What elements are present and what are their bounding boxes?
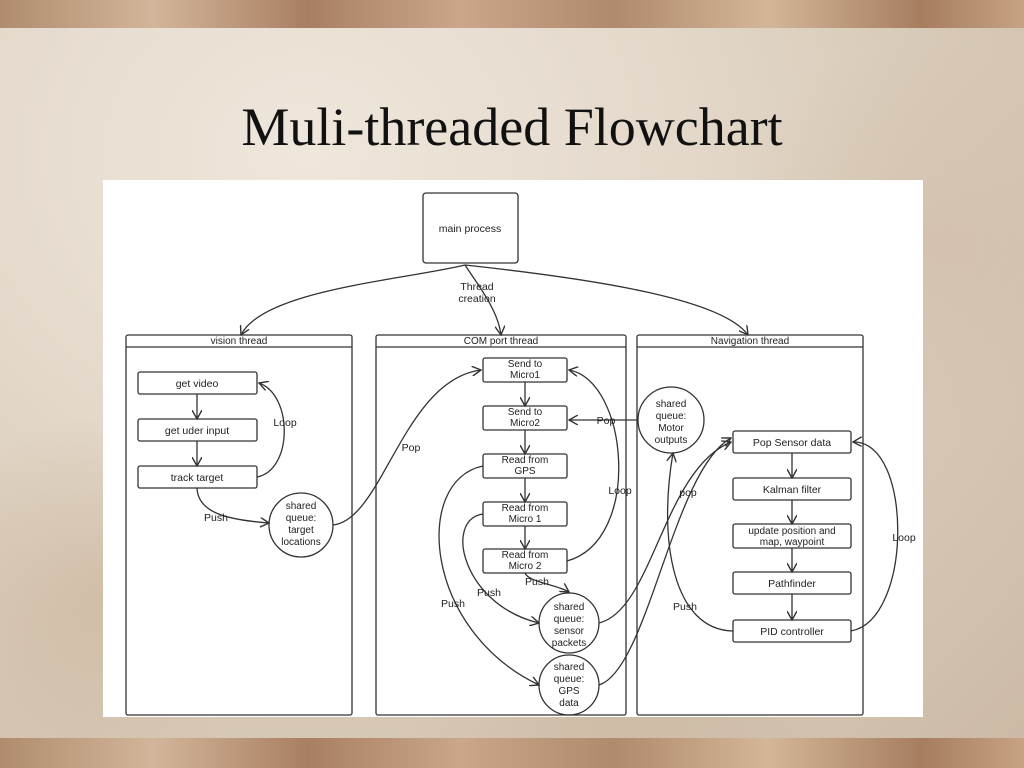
thread-creation-label-2: creation: [458, 293, 496, 305]
kalman-filter-label: Kalman filter: [763, 484, 822, 496]
vision-loop-label: Loop: [273, 417, 297, 429]
read-micro2-line2: Micro 2: [509, 561, 542, 572]
nav-lane: [636, 334, 864, 716]
nav-push-label: Push: [673, 601, 697, 613]
vision-lane-label: vision thread: [211, 336, 268, 347]
flowchart-figure: main process Thread creation vision thre…: [103, 180, 923, 717]
vision-lane: [125, 334, 353, 716]
motor-queue-line4: outputs: [655, 435, 688, 446]
update-position-line2: map, waypoint: [760, 537, 825, 548]
gps-queue-line2: queue:: [554, 674, 585, 685]
gps-queue-line1: shared: [554, 662, 585, 673]
com-lane-label: COM port thread: [464, 336, 538, 347]
target-queue-line1: shared: [286, 501, 317, 512]
read-micro1-line1: Read from: [502, 503, 549, 514]
get-user-input-label: get uder input: [165, 425, 229, 437]
nav-lane-label: Navigation thread: [711, 336, 789, 347]
com-push-a-label: Push: [525, 576, 549, 588]
thread-creation-label-1: Thread: [460, 281, 493, 293]
com-push-b-label: Push: [477, 587, 501, 599]
gps-queue-line3: GPS: [558, 686, 579, 697]
get-video-label: get video: [176, 378, 219, 390]
send-micro2-line1: Send to: [508, 407, 543, 418]
sensor-queue-line2: queue:: [554, 614, 585, 625]
slide-title: Muli-threaded Flowchart: [241, 97, 783, 157]
motor-queue-line1: shared: [656, 399, 687, 410]
nav-loop-label: Loop: [892, 532, 916, 544]
read-micro2-line1: Read from: [502, 550, 549, 561]
send-micro1-line1: Send to: [508, 359, 543, 370]
gps-queue-line4: data: [559, 698, 579, 709]
motor-pop-label: Pop: [597, 415, 616, 427]
read-gps-line1: Read from: [502, 455, 549, 466]
pid-controller-label: PID controller: [760, 626, 824, 638]
nav-pop-label: pop: [679, 487, 697, 499]
sensor-queue-line3: sensor: [554, 626, 585, 637]
track-target-label: track target: [171, 472, 224, 484]
target-queue-line3: target: [288, 525, 314, 536]
top-texture-band: [0, 0, 1024, 28]
flowchart-svg: main process Thread creation vision thre…: [125, 192, 916, 716]
com-push-c-label: Push: [441, 598, 465, 610]
vision-pop-label: Pop: [402, 442, 421, 454]
motor-queue-line3: Motor: [658, 423, 684, 434]
read-micro1-line2: Micro 1: [509, 514, 542, 525]
sensor-queue-line1: shared: [554, 602, 585, 613]
pathfinder-label: Pathfinder: [768, 578, 816, 590]
vision-push-label: Push: [204, 512, 228, 524]
target-queue-line4: locations: [281, 537, 320, 548]
main-process-box: [422, 192, 519, 264]
read-gps-line2: GPS: [514, 466, 535, 477]
update-position-line1: update position and: [748, 526, 835, 537]
motor-queue-line2: queue:: [656, 411, 687, 422]
sensor-queue-line4: packets: [552, 638, 586, 649]
bottom-texture-band: [0, 738, 1024, 768]
target-queue-line2: queue:: [286, 513, 317, 524]
send-micro2-line2: Micro2: [510, 418, 540, 429]
send-micro1-line2: Micro1: [510, 370, 540, 381]
com-lane: [375, 334, 627, 716]
pop-sensor-data-label: Pop Sensor data: [753, 437, 831, 449]
main-process-label: main process: [439, 223, 501, 235]
com-loop-label: Loop: [608, 485, 632, 497]
